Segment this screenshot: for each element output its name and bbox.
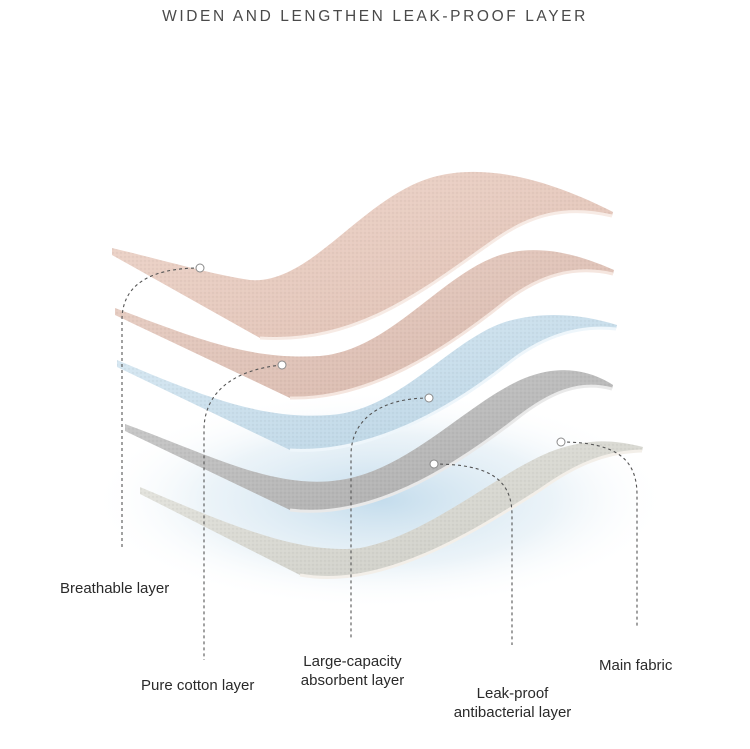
- dot-breathable: [195, 263, 205, 273]
- label-line: absorbent layer: [300, 672, 405, 689]
- label-pure-cotton-layer: Pure cotton layer: [141, 676, 254, 695]
- leader-leakproof: [433, 463, 513, 645]
- main-fabric-sheet: [140, 441, 643, 580]
- label-main-fabric: Main fabric: [599, 656, 672, 675]
- label-breathable-layer: Breathable layer: [60, 579, 169, 598]
- label-line: Large-capacity: [303, 653, 402, 670]
- label-line: Leak-proof: [476, 685, 549, 702]
- dot-leakproof: [429, 459, 439, 469]
- dot-main: [556, 437, 566, 447]
- breathable-sheet: [112, 171, 613, 341]
- dot-absorbent: [424, 393, 434, 403]
- leader-cotton: [203, 364, 283, 660]
- label-absorbent-layer: Large-capacity absorbent layer: [290, 652, 415, 690]
- pure-cotton-sheet: [115, 250, 614, 400]
- leader-main: [560, 441, 638, 628]
- label-line: antibacterial layer: [453, 704, 572, 721]
- label-leakproof-layer: Leak-proof antibacterial layer: [440, 684, 585, 722]
- label-line: Main fabric: [599, 657, 673, 674]
- leakproof-antibacterial-sheet: [125, 370, 613, 513]
- label-line: Pure cotton layer: [141, 677, 255, 694]
- page-title: WIDEN AND LENGTHEN LEAK-PROOF LAYER: [162, 8, 588, 25]
- label-line: Breathable layer: [60, 580, 170, 597]
- leader-breathable: [121, 267, 201, 548]
- dot-cotton: [277, 360, 287, 370]
